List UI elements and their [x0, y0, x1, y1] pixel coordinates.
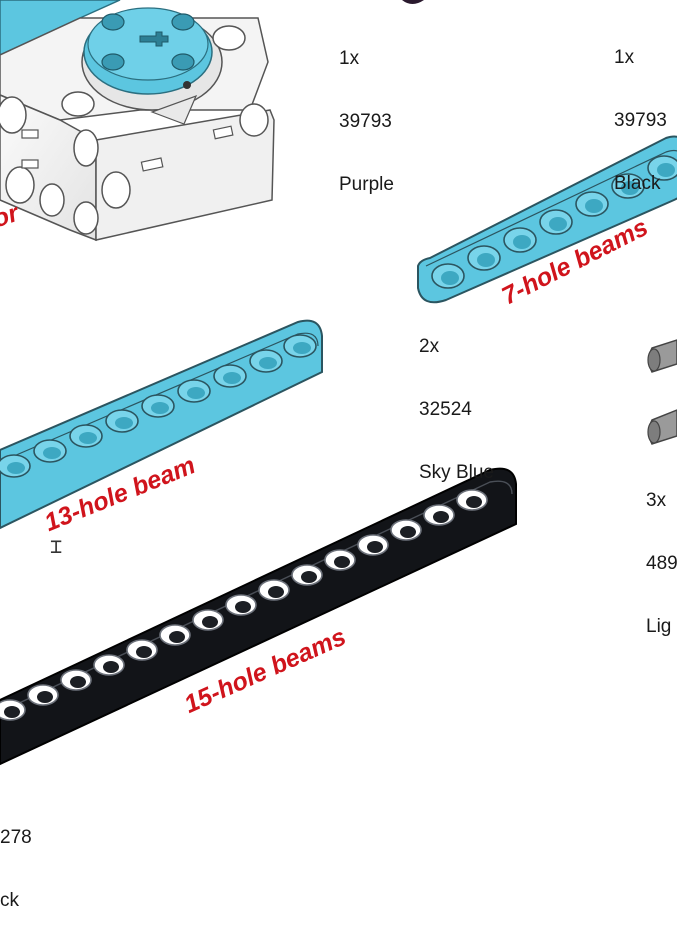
beam-13-hole: [0, 319, 323, 530]
purple-pin-number: 39793: [339, 111, 392, 132]
purple-pin-part: [402, 0, 424, 4]
black-pin-number: 39793: [614, 110, 667, 131]
grey-connector-part: [647, 339, 677, 445]
beam-7-hole: [417, 135, 677, 304]
black-beam-number: 278: [0, 827, 32, 848]
black-pin-label: 1x 39793 Black: [614, 5, 667, 215]
instruction-illustration: [0, 0, 677, 766]
motor-part: [0, 0, 275, 242]
grey-connector-label: 3x 489 Lig: [646, 448, 677, 658]
sky-blue-beam-qty: 2x: [419, 336, 440, 357]
purple-pin-color: Purple: [339, 174, 394, 195]
black-pin-qty: 1x: [614, 47, 635, 68]
grey-connector-color: Lig: [646, 616, 672, 637]
sky-blue-beam-color: Sky Blue: [419, 462, 494, 483]
sky-blue-beam-number: 32524: [419, 399, 472, 420]
black-beam-color: ck: [0, 890, 19, 911]
purple-pin-qty: 1x: [339, 48, 360, 69]
text-cursor-icon: ⌶: [50, 534, 63, 558]
purple-pin-label: 1x 39793 Purple: [339, 6, 394, 216]
black-beam-label: 278 ck: [0, 785, 32, 932]
grey-connector-qty: 3x: [646, 490, 667, 511]
black-pin-color: Black: [614, 173, 661, 194]
sky-blue-beam-label: 2x 32524 Sky Blue: [419, 294, 494, 504]
beam-15-hole: [0, 467, 517, 766]
grey-connector-number: 489: [646, 553, 677, 574]
